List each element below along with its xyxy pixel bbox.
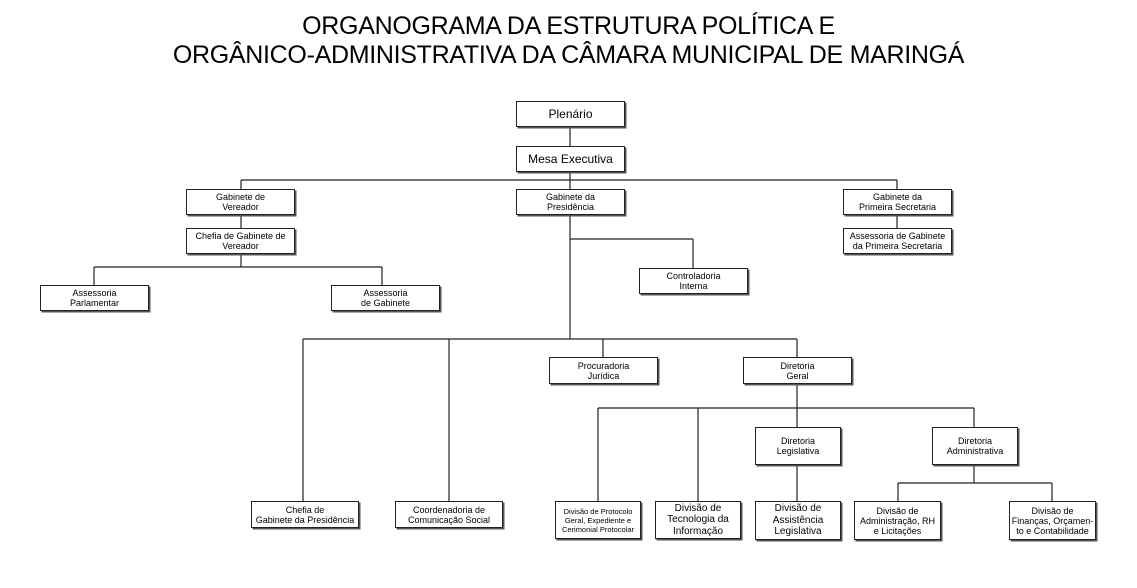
node-diretoria-geral: Diretoria Geral bbox=[743, 357, 852, 384]
node-procuradoria-juridica: Procuradoria Jurídica bbox=[549, 357, 658, 384]
chart-title-line-2: ORGÂNICO-ADMINISTRATIVA DA CÂMARA MUNICI… bbox=[172, 41, 965, 69]
node-divisao-financas: Divisão de Finanças, Orçamen- to e Conta… bbox=[1009, 501, 1096, 540]
node-diretoria-legislativa: Diretoria Legislativa bbox=[755, 427, 841, 465]
node-gabinete-primeira-secretaria: Gabinete da Primeira Secretaria bbox=[843, 189, 952, 215]
node-controladoria-interna: Controladoria Interna bbox=[639, 268, 748, 294]
node-diretoria-administrativa: Diretoria Administrativa bbox=[932, 427, 1018, 465]
node-gabinete-presidencia: Gabinete da Presidência bbox=[516, 189, 625, 215]
node-plenario: Plenário bbox=[516, 101, 625, 127]
node-divisao-ti: Divisão de Tecnologia da Informação bbox=[655, 501, 741, 539]
node-divisao-protocolo: Divisão de Protocolo Geral, Expediente e… bbox=[555, 501, 641, 539]
node-coordenadoria-comunicacao: Coordenadoria de Comunicação Social bbox=[395, 501, 503, 528]
node-divisao-administracao: Divisão de Administração, RH e Licitaçõe… bbox=[854, 501, 941, 540]
node-mesa-executiva: Mesa Executiva bbox=[516, 146, 625, 172]
chart-title-line-1: ORGANOGRAMA DA ESTRUTURA POLÍTICA E bbox=[302, 12, 835, 40]
node-gabinete-vereador: Gabinete de Vereador bbox=[186, 189, 295, 215]
node-chefia-gabinete-vereador: Chefia de Gabinete de Vereador bbox=[186, 228, 295, 254]
node-divisao-assistencia-legislativa: Divisão de Assistência Legislativa bbox=[755, 501, 841, 540]
node-assessoria-parlamentar: Assessoria Parlamentar bbox=[40, 285, 149, 311]
node-chefia-gabinete-presidencia: Chefia de Gabinete da Presidência bbox=[251, 501, 359, 528]
node-assessoria-primeira-secretaria: Assessoria de Gabinete da Primeira Secre… bbox=[843, 228, 952, 254]
node-assessoria-gabinete: Assessoria de Gabinete bbox=[331, 285, 440, 311]
